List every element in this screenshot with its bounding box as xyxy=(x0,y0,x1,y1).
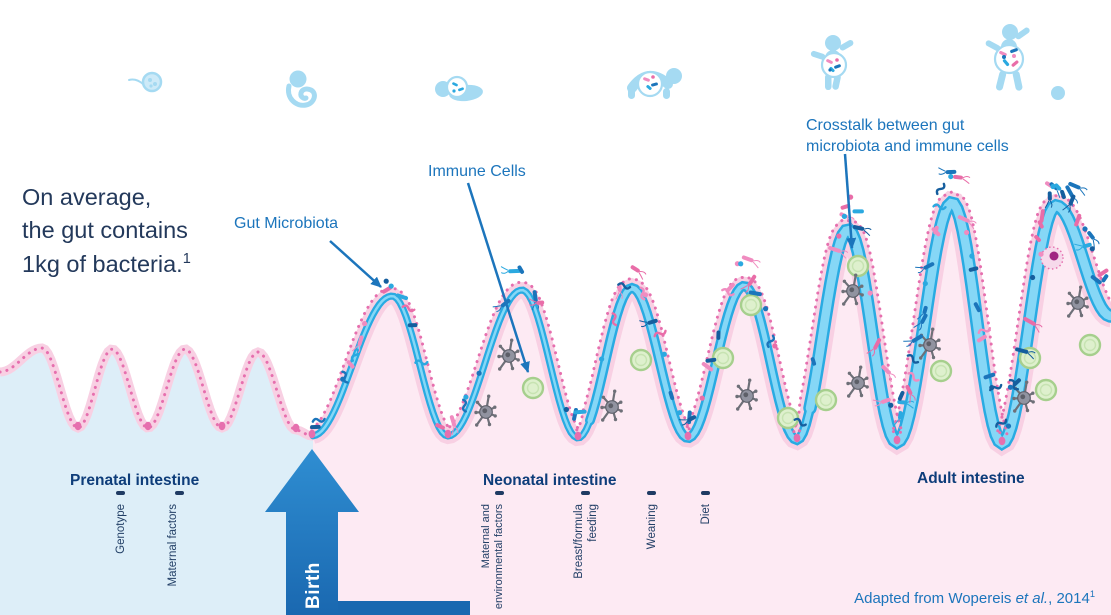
section-title-adult: Adult intestine xyxy=(917,470,1025,487)
factor-tick xyxy=(116,491,125,495)
walking-child-icon xyxy=(985,24,1065,100)
development-timeline xyxy=(128,24,1065,108)
fetus-icon xyxy=(285,70,317,108)
intestinal-villi xyxy=(0,190,1111,615)
intro-line3: 1kg of bacteria.1 xyxy=(22,250,191,277)
factor-tick xyxy=(647,491,656,495)
factor-label-genotype: Genotype xyxy=(115,504,127,554)
average-bacteria-text: On average, the gut contains 1kg of bact… xyxy=(22,181,191,281)
gut-microbiota-label: Gut Microbiota xyxy=(234,215,339,232)
immune-cells-layer xyxy=(474,246,1102,430)
factor-label-weaning: Weaning xyxy=(646,504,658,550)
factor-label-breast-formula: Breast/formula feeding xyxy=(573,504,600,579)
birth-arrow xyxy=(265,449,470,615)
factor-label-diet: Diet xyxy=(700,504,712,525)
crosstalk-label: Crosstalk between gut microbiota and imm… xyxy=(806,117,1009,155)
section-title-neonatal: Neonatal intestine xyxy=(483,472,617,489)
toddler-icon xyxy=(810,35,854,90)
gut-bacteria-layer xyxy=(310,167,1109,436)
factor-tick xyxy=(701,491,710,495)
immune-cells-arrow xyxy=(466,182,530,373)
factor-tick xyxy=(581,491,590,495)
crosstalk-arrow xyxy=(843,153,857,249)
section-title-prenatal: Prenatal intestine xyxy=(70,472,200,489)
source-credit: Adapted from Wopereis et al., 20141 xyxy=(854,589,1095,607)
crawling-infant-icon xyxy=(627,68,682,99)
credit-et-al: et al. xyxy=(1015,590,1049,607)
factor-tick xyxy=(175,491,184,495)
credit-superscript: 1 xyxy=(1089,589,1095,599)
gut-microbiota-arrow xyxy=(329,240,382,288)
factor-label-maternal-environmental: Maternal and environmental factors xyxy=(480,504,506,610)
annotation-arrows xyxy=(329,153,857,373)
intro-line1: On average, xyxy=(22,184,152,210)
factor-label-maternal-factors: Maternal factors xyxy=(167,504,179,587)
immune-cells-label: Immune Cells xyxy=(428,163,526,180)
factor-tick xyxy=(495,491,504,495)
intro-superscript: 1 xyxy=(182,250,191,267)
fertilized-egg-icon xyxy=(128,71,163,93)
intro-line2: the gut contains xyxy=(22,217,188,244)
birth-label: Birth xyxy=(303,562,324,609)
newborn-icon xyxy=(435,75,483,102)
